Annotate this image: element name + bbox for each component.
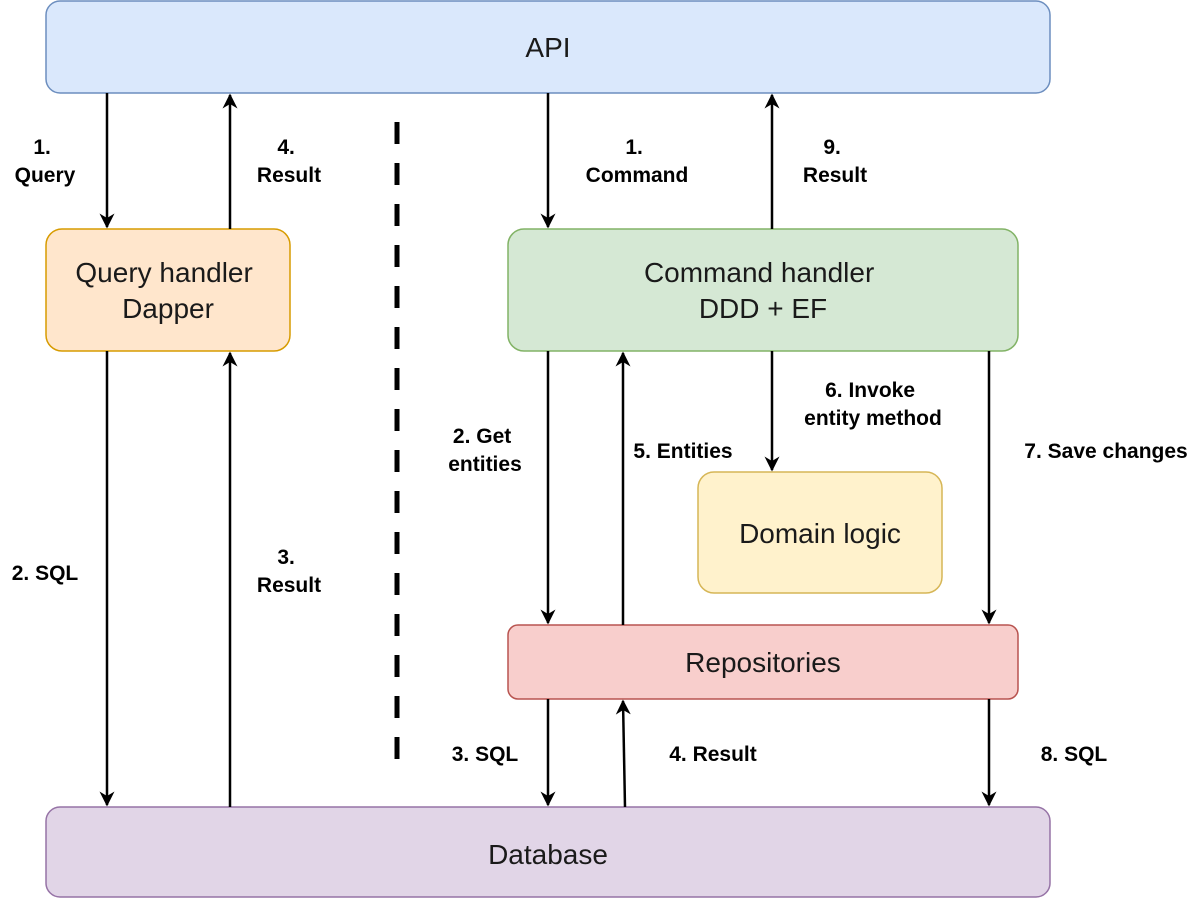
- label-4-result-command: 4. Result: [669, 743, 757, 766]
- label-9-result: 9. Result: [803, 136, 867, 187]
- domain-logic-box: Domain logic: [697, 471, 943, 594]
- repositories-rect: [507, 624, 1019, 700]
- command-handler-label: Command handler DDD + EF: [644, 257, 882, 324]
- domain-logic-rect: [697, 471, 943, 594]
- query-handler-rect: [45, 228, 291, 352]
- query-handler-box: Query handler Dapper: [45, 228, 291, 352]
- label-3-result-query: 3. Result: [257, 546, 321, 597]
- arrow-db-result-4: [615, 699, 631, 808]
- command-handler-rect: [507, 228, 1019, 352]
- repositories-box: Repositories: [507, 624, 1019, 700]
- api-label: API: [525, 32, 570, 63]
- label-3-sql-command: 3. SQL: [452, 743, 519, 766]
- label-5-entities: 5. Entities: [633, 440, 732, 463]
- database-box: Database: [45, 806, 1051, 898]
- label-7-save-changes: 7. Save changes: [1024, 440, 1187, 463]
- label-1-command: 1. Command: [586, 136, 689, 187]
- repositories-label: Repositories: [685, 647, 841, 678]
- label-4-result-query: 4. Result: [257, 136, 321, 187]
- domain-logic-label: Domain logic: [739, 518, 901, 549]
- label-1-query: 1. Query: [15, 136, 76, 187]
- label-2-get-entities: 2. Get entities: [448, 425, 522, 476]
- database-label: Database: [488, 839, 608, 870]
- command-handler-box: Command handler DDD + EF: [507, 228, 1019, 352]
- api-box: API: [45, 0, 1051, 94]
- database-rect: [45, 806, 1051, 898]
- label-6-invoke-entity-method: 6. Invoke entity method: [804, 379, 942, 430]
- label-8-sql: 8. SQL: [1041, 743, 1108, 766]
- query-handler-label: Query handler Dapper: [75, 257, 260, 324]
- label-2-sql-query: 2. SQL: [12, 562, 79, 585]
